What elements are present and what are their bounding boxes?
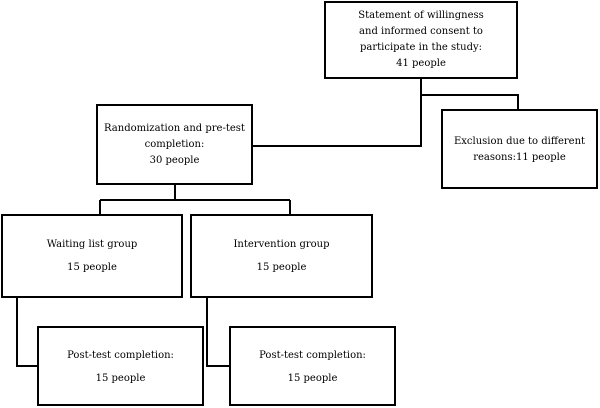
randomization-count: 30 people [149, 155, 200, 166]
connector-consent-to-exclusion [421, 94, 519, 110]
consent-count: 41 people [396, 58, 446, 69]
post-test-waiting-box: Post-test completion: 15 people [37, 326, 204, 406]
post-test-waiting-label: Post-test completion: [67, 350, 174, 361]
waiting-list-group-box: Waiting list group 15 people [1, 214, 183, 298]
intervention-group-count: 15 people [256, 262, 307, 273]
connector-randomization-to-groups [99, 184, 291, 215]
exclusion-box: Exclusion due to different reasons:11 pe… [441, 109, 598, 189]
intervention-group-label: Intervention group [233, 239, 330, 250]
exclusion-line-2: reasons:11 people [473, 152, 566, 163]
connector-consent-to-randomization [253, 78, 422, 147]
randomization-box: Randomization and pre-test completion: 3… [96, 104, 253, 185]
consent-line-3: participate in the study: [359, 42, 483, 53]
post-test-intervention-count: 15 people [287, 373, 338, 384]
waiting-list-group-label: Waiting list group [46, 239, 138, 250]
randomization-line-1: Randomization and pre-test [104, 123, 245, 134]
consent-line-2: and informed consent to [359, 26, 483, 37]
post-test-intervention-box: Post-test completion: 15 people [229, 326, 396, 406]
randomization-line-2: completion: [144, 139, 205, 150]
consent-line-1: Statement of willingness [358, 10, 484, 21]
consent-box: Statement of willingness and informed co… [324, 1, 518, 79]
post-test-waiting-count: 15 people [95, 373, 146, 384]
connector-waiting-to-posttest [16, 298, 38, 367]
intervention-group-box: Intervention group 15 people [190, 214, 373, 298]
waiting-list-group-count: 15 people [67, 262, 117, 273]
exclusion-line-1: Exclusion due to different [453, 136, 586, 147]
connector-intervention-to-posttest [206, 298, 230, 367]
post-test-intervention-label: Post-test completion: [259, 350, 366, 361]
